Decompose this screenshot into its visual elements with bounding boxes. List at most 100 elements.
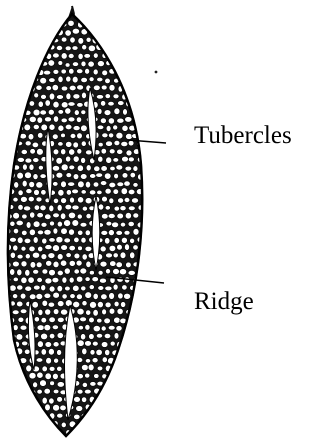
tubercle-cell xyxy=(45,342,52,348)
tubercle-cell xyxy=(40,12,47,19)
tubercle-cell xyxy=(52,325,58,330)
tubercle-cell xyxy=(21,261,27,267)
tubercle-cell xyxy=(137,78,142,83)
tubercle-cell xyxy=(105,238,110,244)
tubercle-cell xyxy=(68,182,75,186)
tubercle-cell xyxy=(122,285,127,290)
tubercle-cell xyxy=(61,149,66,155)
tubercle-cell xyxy=(98,429,105,434)
tubercle-cell xyxy=(45,37,51,41)
tubercle-cell xyxy=(41,222,47,227)
tubercle-cell xyxy=(26,430,31,435)
tubercle-cell xyxy=(19,382,24,387)
tubercle-cell xyxy=(105,94,110,99)
tubercle-cell xyxy=(114,173,119,178)
tubercle-cell xyxy=(29,294,36,300)
tubercle-cell xyxy=(105,286,112,291)
tubercle-cell xyxy=(117,118,124,123)
tubercle-cell xyxy=(106,157,112,163)
tubercle-cell xyxy=(114,413,120,417)
tubercle-cell xyxy=(17,285,23,290)
tubercle-cell xyxy=(82,397,87,403)
tubercle-cell xyxy=(25,254,30,259)
tubercle-cell xyxy=(29,181,35,187)
tubercle-cell xyxy=(8,141,15,146)
tubercle-cell xyxy=(124,420,130,426)
tubercle-cell xyxy=(137,125,144,132)
tubercle-cell xyxy=(120,206,126,211)
tubercle-cell xyxy=(112,222,119,228)
tubercle-cell xyxy=(116,132,123,139)
tubercle-cell xyxy=(85,277,90,282)
tubercle-cell xyxy=(62,277,67,283)
tubercle-cell xyxy=(58,61,63,66)
tubercle-cell xyxy=(0,62,6,68)
tubercle-cell xyxy=(53,245,60,252)
tubercle-cell xyxy=(73,142,79,148)
tubercle-cell xyxy=(106,126,111,132)
tubercle-cell xyxy=(134,21,139,27)
tubercle-cell xyxy=(5,117,12,123)
tubercle-cell xyxy=(104,173,111,179)
tubercle-cell xyxy=(17,29,22,35)
tubercle-cell xyxy=(49,317,55,323)
tubercle-cell xyxy=(34,93,39,98)
tubercle-cell xyxy=(33,382,38,388)
tubercle-cell xyxy=(41,430,48,435)
tubercle-cell xyxy=(93,182,99,187)
tubercle-cell xyxy=(85,21,90,25)
tubercle-cell xyxy=(37,278,43,283)
tubercle-cell xyxy=(8,92,15,98)
tubercle-cell xyxy=(53,228,58,234)
tubercle-cell xyxy=(53,292,60,298)
tubercle-cell xyxy=(42,238,47,244)
tubercle-cell xyxy=(9,31,14,36)
tubercle-cell xyxy=(118,21,123,25)
tubercle-cell xyxy=(74,110,79,116)
tubercle-cell xyxy=(142,422,147,428)
tubercle-cell xyxy=(29,116,36,122)
tubercle-cell xyxy=(109,389,116,394)
tubercle-cell xyxy=(41,95,47,100)
tubercle-cell xyxy=(128,206,135,211)
tubercle-cell xyxy=(33,270,39,275)
tubercle-cell xyxy=(9,158,14,164)
tubercle-cell xyxy=(77,85,84,90)
tubercle-cell xyxy=(2,398,9,402)
tubercle-cell xyxy=(29,101,34,106)
tubercle-cell xyxy=(74,253,80,259)
tubercle-cell xyxy=(26,365,32,372)
tubercle-cell xyxy=(97,13,104,19)
tubercle-cell xyxy=(116,231,123,236)
tubercle-cell xyxy=(85,324,90,330)
tubercle-cell xyxy=(113,30,119,34)
tubercle-cell xyxy=(6,325,11,331)
tubercle-cell xyxy=(44,325,51,331)
tubercle-cell xyxy=(98,204,103,210)
tubercle-cell xyxy=(6,37,12,42)
tubercle-cell xyxy=(93,69,98,75)
tubercle-cell xyxy=(108,102,114,106)
tubercle-cell xyxy=(5,405,11,411)
tubercle-cell xyxy=(104,13,110,18)
tubercle-cell xyxy=(2,108,7,115)
tubercle-cell xyxy=(124,198,130,203)
tubercle-cell xyxy=(134,84,140,89)
tubercle-cell xyxy=(41,285,46,291)
tubercle-cell xyxy=(53,182,58,187)
tubercle-cell xyxy=(13,228,18,233)
tubercle-cell xyxy=(29,229,35,235)
tubercle-cell xyxy=(133,183,138,188)
tubercle-cell xyxy=(122,44,128,51)
tubercle-cell xyxy=(13,277,18,281)
tubercle-cell xyxy=(36,85,42,90)
tubercle-cell xyxy=(73,156,79,162)
tubercle-cell xyxy=(97,77,103,81)
tubercle-cell xyxy=(76,406,83,412)
tubercle-cell xyxy=(2,14,7,19)
tubercle-cell xyxy=(82,206,87,211)
tubercle-cell xyxy=(98,156,103,162)
tubercle-cell xyxy=(90,350,95,355)
tubercle-cell xyxy=(77,165,83,171)
tubercle-cell xyxy=(113,269,120,275)
